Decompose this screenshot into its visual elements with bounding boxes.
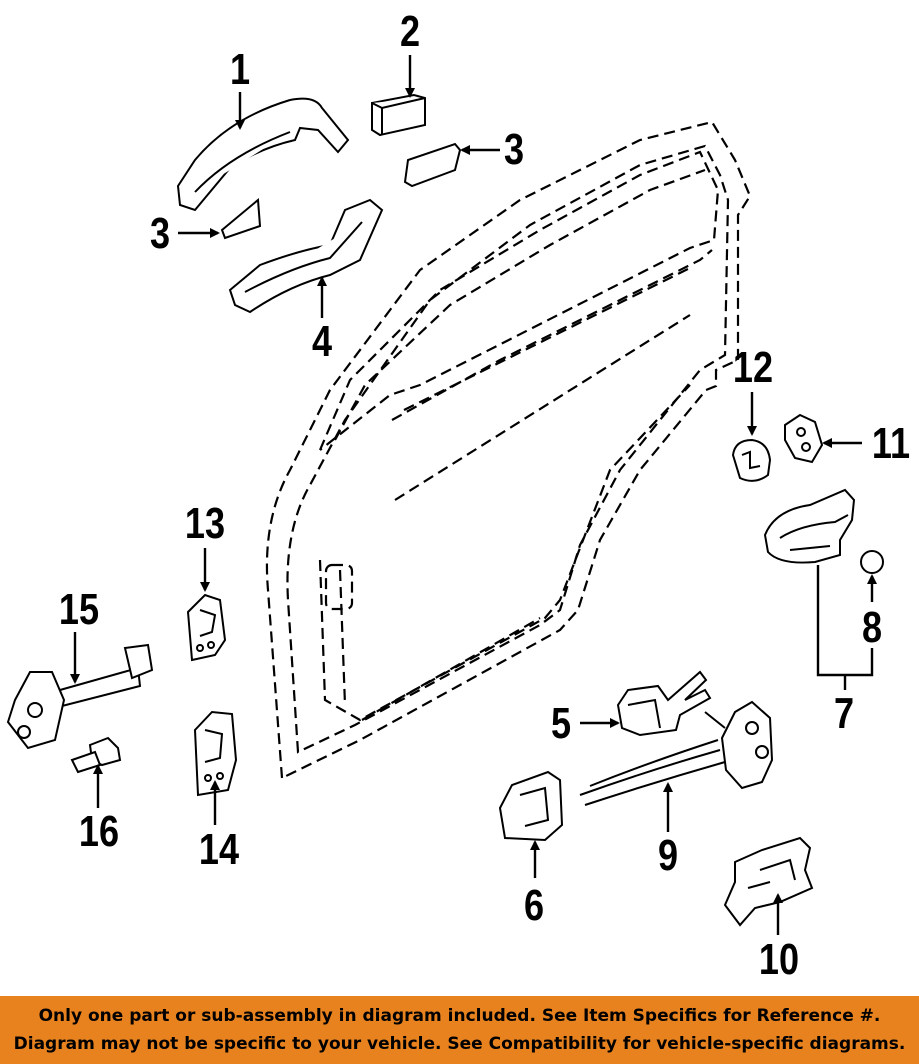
leader-lines [70, 55, 877, 935]
latch-cable-part-9 [579, 700, 774, 806]
disclaimer-banner: Only one part or sub-assembly in diagram… [0, 996, 919, 1064]
disclaimer-line-2: Diagram may not be specific to your vehi… [13, 1034, 906, 1054]
bolt-part-16 [70, 736, 122, 774]
outer-handle-part-1 [176, 97, 350, 212]
latch-part-10 [723, 836, 814, 927]
callout-9: 9 [657, 831, 679, 880]
callout-10: 10 [758, 935, 800, 984]
bracket-part-6 [498, 770, 564, 842]
pad-part-2 [371, 93, 426, 137]
grommet-part-12 [731, 438, 772, 482]
pad-part-3-left [220, 197, 262, 240]
handle-part-4 [228, 198, 384, 314]
callout-15: 15 [58, 585, 100, 634]
callout-12: 12 [732, 343, 774, 392]
disclaimer-line-1: Only one part or sub-assembly in diagram… [38, 1006, 881, 1026]
door-check-part-15 [6, 643, 154, 750]
callout-6: 6 [523, 881, 545, 930]
actuator-part-5 [616, 670, 712, 737]
callout-1: 1 [229, 45, 251, 94]
striker-part-11 [784, 413, 824, 464]
parts-diagram [6, 55, 884, 935]
callout-5: 5 [550, 699, 572, 748]
door-shell-outline [265, 120, 752, 780]
callout-13: 13 [184, 499, 226, 548]
callout-8: 8 [861, 603, 883, 652]
hinge-part-14 [193, 710, 238, 797]
inner-handle-part-7 [763, 488, 856, 564]
callout-11: 11 [871, 419, 911, 468]
callout-7: 7 [833, 689, 855, 738]
pad-part-3-right [403, 142, 462, 188]
callout-16: 16 [78, 807, 120, 856]
callout-14: 14 [198, 825, 240, 874]
callout-3-right: 3 [503, 125, 525, 174]
callout-2: 2 [399, 7, 421, 56]
cap-part-8 [860, 550, 884, 574]
hinge-part-13 [186, 593, 227, 662]
callout-4: 4 [311, 317, 333, 366]
callout-3-left: 3 [149, 209, 171, 258]
